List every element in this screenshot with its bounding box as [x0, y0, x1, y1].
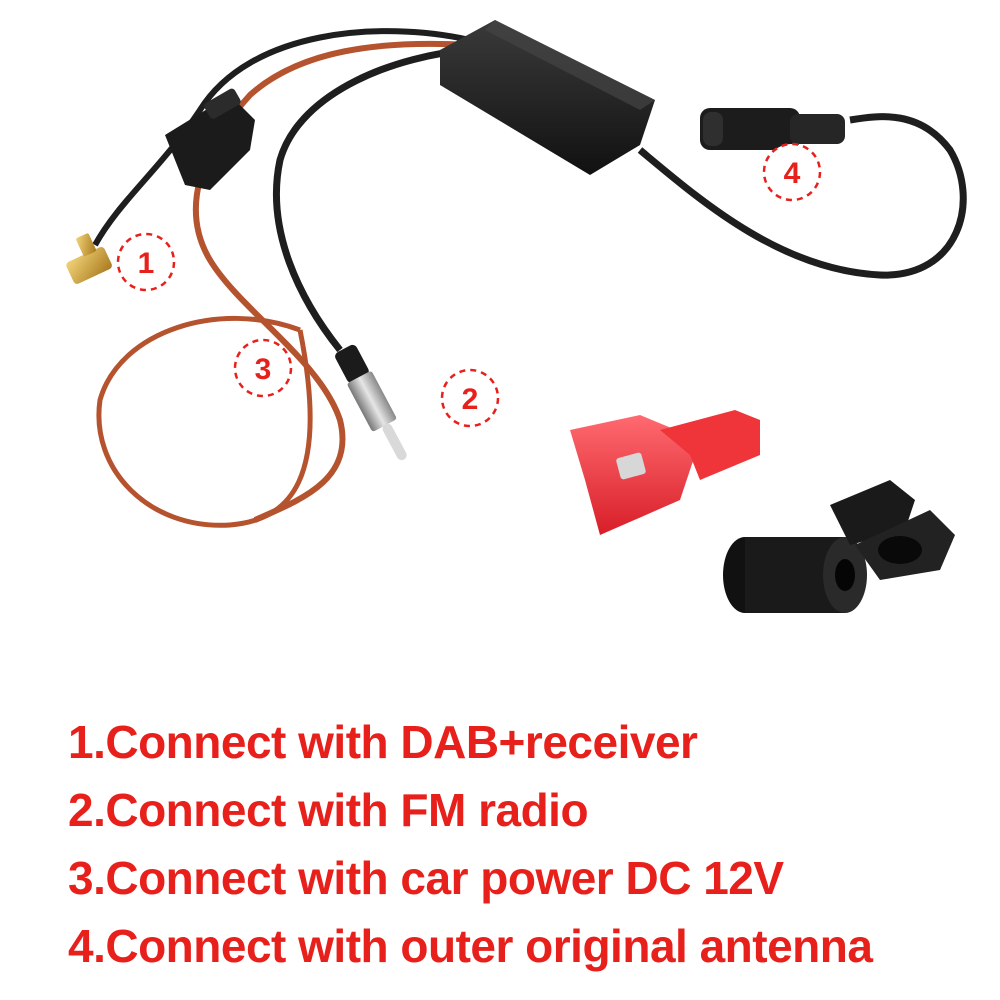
instruction-1: 1.Connect with DAB+receiver	[68, 716, 698, 768]
instruction-2: 2.Connect with FM radio	[68, 784, 589, 836]
power-cable-loop	[96, 316, 313, 528]
callout-4: 4	[762, 142, 822, 202]
callout-1-number: 1	[138, 247, 155, 280]
instruction-3: 3.Connect with car power DC 12V	[68, 852, 784, 904]
callout-3-number: 3	[255, 353, 272, 386]
fm-din-plug	[335, 344, 407, 461]
antenna-cable	[637, 113, 967, 279]
callout-4-number: 4	[784, 157, 801, 190]
instruction-4: 4.Connect with outer original antenna	[68, 920, 873, 972]
red-splice-connector	[570, 410, 760, 535]
callout-2: 2	[440, 368, 500, 428]
dab-smb-connector	[66, 233, 112, 284]
dab-cable	[92, 28, 471, 247]
product-photo: 1 2 3 4	[66, 20, 967, 613]
fuse-holder	[165, 88, 255, 190]
ferrite-core-closed	[723, 537, 867, 613]
fm-cable	[273, 46, 471, 353]
antenna-socket	[700, 108, 845, 150]
callout-1: 1	[116, 232, 176, 292]
callout-3: 3	[233, 338, 293, 398]
splitter-amplifier-box	[440, 20, 655, 175]
callout-2-number: 2	[462, 383, 479, 416]
ferrite-core-open	[830, 480, 955, 580]
instruction-list: 1.Connect with DAB+receiver 2.Connect wi…	[68, 708, 988, 980]
power-cable	[193, 40, 471, 523]
